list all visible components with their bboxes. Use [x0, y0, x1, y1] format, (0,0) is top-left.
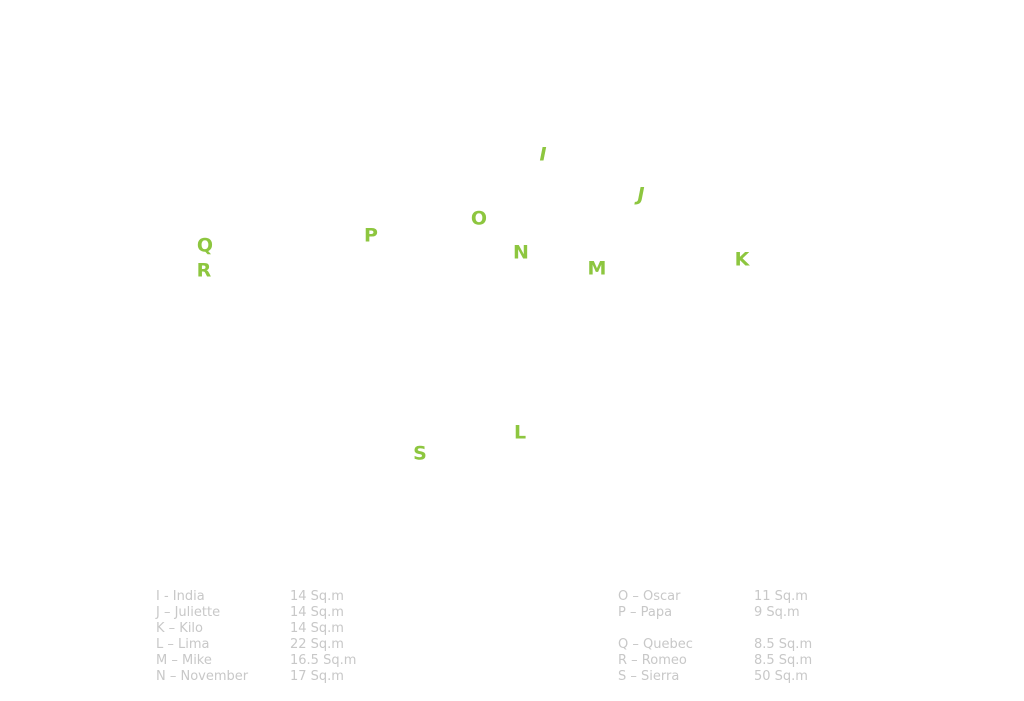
legend-row: Q – Quebec 8.5 Sq.m: [618, 637, 878, 653]
legend-row: L – Lima 22 Sq.m: [156, 637, 416, 653]
room-marker-p: P: [364, 224, 378, 247]
room-name: N – November: [156, 669, 249, 684]
room-marker-o: O: [470, 207, 488, 230]
room-name: I - India: [156, 589, 205, 604]
room-name: L – Lima: [156, 637, 210, 652]
room-name: O – Oscar: [618, 589, 681, 604]
room-marker-r: R: [196, 259, 212, 282]
room-name: S – Sierra: [618, 669, 680, 684]
legend-row: K – Kilo 14 Sq.m: [156, 621, 416, 637]
room-name: K – Kilo: [156, 621, 203, 636]
room-area: 8.5 Sq.m: [754, 637, 813, 652]
room-marker-s: S: [413, 442, 427, 465]
legend-row: M – Mike 16.5 Sq.m: [156, 653, 416, 669]
legend-row: J – Juliette 14 Sq.m: [156, 605, 416, 621]
room-area: 16.5 Sq.m: [290, 653, 357, 668]
room-name: M – Mike: [156, 653, 212, 668]
room-legend-right: O – Oscar 11 Sq.m P – Papa 9 Sq.m Q – Qu…: [618, 589, 878, 685]
legend-row: N – November 17 Sq.m: [156, 669, 416, 685]
room-name: J – Juliette: [156, 605, 221, 620]
room-marker-i: I: [539, 143, 547, 166]
room-area: 8.5 Sq.m: [754, 653, 813, 668]
room-area: 14 Sq.m: [290, 605, 344, 620]
legend-row: P – Papa 9 Sq.m: [618, 605, 878, 621]
legend-row: I - India 14 Sq.m: [156, 589, 416, 605]
room-marker-j: J: [637, 183, 645, 206]
room-name: P – Papa: [618, 605, 673, 620]
room-marker-l: L: [513, 421, 527, 444]
room-area: 17 Sq.m: [290, 669, 344, 684]
legend-row: S – Sierra 50 Sq.m: [618, 669, 878, 685]
room-legend-left: I - India 14 Sq.m J – Juliette 14 Sq.m K…: [156, 589, 416, 685]
room-area: 22 Sq.m: [290, 637, 344, 652]
room-name: R – Romeo: [618, 653, 687, 668]
room-area: 50 Sq.m: [754, 669, 808, 684]
room-area: 11 Sq.m: [754, 589, 808, 604]
room-marker-n: N: [513, 241, 529, 264]
room-area: 14 Sq.m: [290, 589, 344, 604]
room-marker-k: K: [734, 248, 750, 271]
room-name: Q – Quebec: [618, 637, 693, 652]
room-marker-m: M: [587, 257, 607, 280]
room-marker-q: Q: [196, 234, 214, 257]
room-area: 14 Sq.m: [290, 621, 344, 636]
legend-spacer: [618, 621, 878, 637]
legend-row: R – Romeo 8.5 Sq.m: [618, 653, 878, 669]
room-area: 9 Sq.m: [754, 605, 800, 620]
legend-row: O – Oscar 11 Sq.m: [618, 589, 878, 605]
